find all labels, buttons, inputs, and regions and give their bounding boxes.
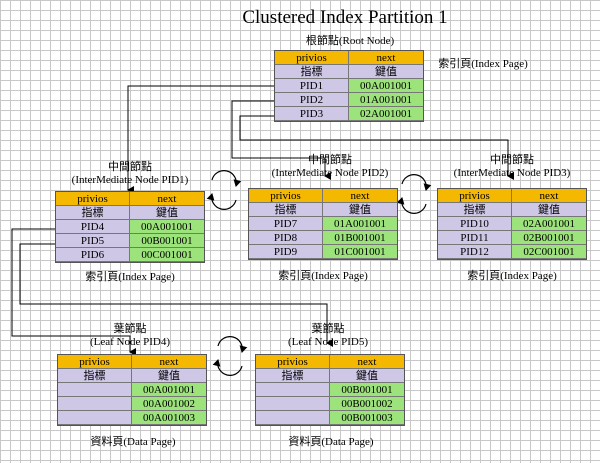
row-key: 01C001001 <box>323 245 397 259</box>
col-key: 鍵值 <box>349 65 423 79</box>
header-next: next <box>130 192 204 206</box>
link-pid5-leaf <box>19 243 333 347</box>
row-pointer <box>58 397 132 411</box>
row-pointer: PID7 <box>249 217 323 231</box>
row-pointer <box>256 411 330 425</box>
row-key: 01B001001 <box>323 231 397 245</box>
row-key: 00B001002 <box>330 397 404 411</box>
intermediate-1-caption: 中間節點 (InterMediate Node PID1) <box>50 161 210 187</box>
leaf-1-caption: 葉節點 (Leaf Node PID4) <box>80 323 180 349</box>
intermediate-3-caption: 中間節點 (InterMediate Node PID3) <box>432 154 592 180</box>
header-next: next <box>323 189 397 203</box>
row-key: 02A001001 <box>512 217 586 231</box>
leaf-1-page-label: 資料頁(Data Page) <box>90 436 176 448</box>
row-key: 02A001001 <box>349 107 423 121</box>
col-pointer: 指標 <box>58 369 132 383</box>
row-key: 00B001003 <box>330 411 404 425</box>
header-prev: privios <box>275 51 349 65</box>
header-next: next <box>349 51 423 65</box>
caption-line: (InterMediate Node PID1) <box>71 174 189 186</box>
header-next: next <box>132 355 206 369</box>
header-prev: privios <box>438 189 512 203</box>
link-root-pid1 <box>127 85 274 194</box>
leaf-2-caption: 葉節點 (Leaf Node PID5) <box>278 323 378 349</box>
sibling-link-icon <box>396 174 432 214</box>
header-prev: privios <box>256 355 330 369</box>
caption-line: (InterMediate Node PID3) <box>453 167 571 179</box>
intermediate-3-page-label: 索引頁(Index Page) <box>467 270 557 282</box>
col-pointer: 指標 <box>256 369 330 383</box>
row-pointer: PID3 <box>275 107 349 121</box>
intermediate-node-1-table: privios next 指標 鍵值 PID4 00A001001 PID5 0… <box>55 191 205 263</box>
root-node-table: privios next 指標 鍵值 PID1 00A001001 PID2 0… <box>274 50 424 122</box>
caption-line: (Leaf Node PID4) <box>89 336 171 348</box>
link-root-pid2 <box>231 100 331 180</box>
row-pointer: PID1 <box>275 79 349 93</box>
caption-line: (Leaf Node PID5) <box>287 336 369 348</box>
row-key: 00B001001 <box>130 234 204 248</box>
row-key: 01A001001 <box>323 217 397 231</box>
col-pointer: 指標 <box>249 203 323 217</box>
row-key: 02C001001 <box>512 245 586 259</box>
intermediate-2-page-label: 索引頁(Index Page) <box>278 270 368 282</box>
row-pointer: PID11 <box>438 231 512 245</box>
row-pointer: PID2 <box>275 93 349 107</box>
row-key: 02B001001 <box>512 231 586 245</box>
row-pointer: PID6 <box>56 248 130 262</box>
caption-line: 葉節點 <box>113 323 147 335</box>
row-key: 00A001001 <box>349 79 423 93</box>
col-pointer: 指標 <box>56 206 130 220</box>
col-key: 鍵值 <box>330 369 404 383</box>
col-pointer: 指標 <box>275 65 349 79</box>
row-pointer: PID4 <box>56 220 130 234</box>
leaf-node-1-table: privios next 指標 鍵值 00A001001 00A001002 0… <box>57 354 207 426</box>
col-pointer: 指標 <box>438 203 512 217</box>
sibling-link-icon <box>206 170 242 210</box>
link-root-pid3 <box>239 115 514 180</box>
root-caption: 根節點(Root Node) <box>305 35 395 47</box>
row-pointer: PID5 <box>56 234 130 248</box>
header-prev: privios <box>249 189 323 203</box>
leaf-2-page-label: 資料頁(Data Page) <box>288 436 374 448</box>
caption-line: 葉節點 <box>311 323 345 335</box>
caption-line: 中間節點 <box>108 161 152 173</box>
row-pointer: PID10 <box>438 217 512 231</box>
row-pointer <box>58 411 132 425</box>
header-prev: privios <box>58 355 132 369</box>
intermediate-1-page-label: 索引頁(Index Page) <box>85 271 175 283</box>
row-pointer <box>256 397 330 411</box>
row-key: 00A001002 <box>132 397 206 411</box>
link-pid4-leaf <box>11 228 136 356</box>
row-pointer: PID8 <box>249 231 323 245</box>
caption-line: 中間節點 <box>490 154 534 166</box>
row-pointer <box>58 383 132 397</box>
row-pointer: PID12 <box>438 245 512 259</box>
header-next: next <box>330 355 404 369</box>
row-key: 00A001001 <box>132 383 206 397</box>
row-key: 00A001003 <box>132 411 206 425</box>
row-key: 00B001001 <box>330 383 404 397</box>
row-key: 00C001001 <box>130 248 204 262</box>
header-prev: privios <box>56 192 130 206</box>
row-pointer <box>256 383 330 397</box>
col-key: 鍵值 <box>130 206 204 220</box>
caption-line: 中間節點 <box>308 154 352 166</box>
row-pointer: PID9 <box>249 245 323 259</box>
col-key: 鍵值 <box>512 203 586 217</box>
row-key: 00A001001 <box>130 220 204 234</box>
col-key: 鍵值 <box>323 203 397 217</box>
intermediate-node-3-table: privios next 指標 鍵值 PID10 02A001001 PID11… <box>437 188 587 260</box>
sibling-link-icon <box>212 336 248 376</box>
leaf-node-2-table: privios next 指標 鍵值 00B001001 00B001002 0… <box>255 354 405 426</box>
col-key: 鍵值 <box>132 369 206 383</box>
row-key: 01A001001 <box>349 93 423 107</box>
header-next: next <box>512 189 586 203</box>
intermediate-node-2-table: privios next 指標 鍵值 PID7 01A001001 PID8 0… <box>248 188 398 260</box>
caption-line: (InterMediate Node PID2) <box>271 167 389 179</box>
diagram-title: Clustered Index Partition 1 <box>242 7 448 28</box>
intermediate-2-caption: 中間節點 (InterMediate Node PID2) <box>250 154 410 180</box>
root-page-label: 索引頁(Index Page) <box>438 58 528 70</box>
